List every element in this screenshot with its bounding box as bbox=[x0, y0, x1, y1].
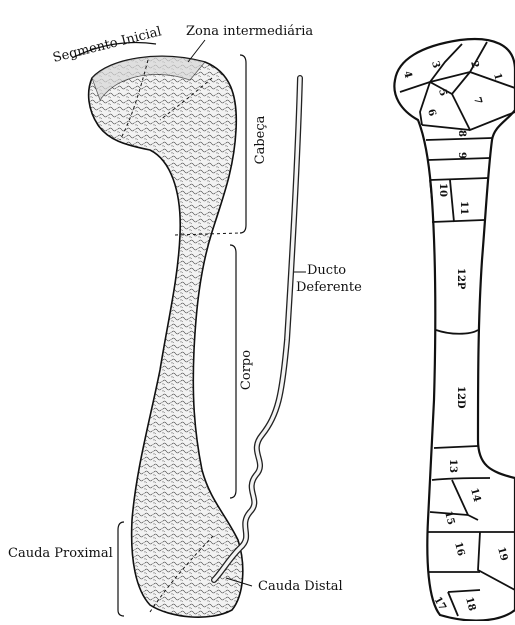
label-cabeca: Cabeça bbox=[253, 115, 268, 164]
leader-zona bbox=[188, 40, 205, 62]
bracket-cauda bbox=[118, 522, 124, 616]
segment-label-14: 14 bbox=[468, 487, 482, 503]
segment-label-12P: 12P bbox=[455, 268, 466, 290]
segment-label-9: 9 bbox=[456, 152, 467, 159]
segment-label-11: 11 bbox=[458, 201, 469, 215]
segment-label-17: 17 bbox=[431, 595, 448, 613]
segment-map-outline bbox=[394, 39, 515, 621]
segment-label-1: 1 bbox=[491, 72, 503, 82]
segment-map bbox=[394, 39, 515, 621]
anatomical-drawing: Segmento Inicial Zona intermediária Cabe… bbox=[8, 24, 362, 617]
segment-label-18: 18 bbox=[463, 596, 477, 612]
segment-label-10: 10 bbox=[437, 183, 448, 197]
segment-label-5: 5 bbox=[436, 88, 448, 98]
bracket-cabeca bbox=[240, 55, 246, 233]
segment-label-12D: 12D bbox=[455, 386, 466, 409]
label-ducto: Ducto bbox=[307, 263, 346, 278]
segment-label-2: 2 bbox=[468, 60, 480, 70]
label-deferente: Deferente bbox=[296, 280, 362, 295]
segment-label-19: 19 bbox=[495, 546, 509, 562]
segment-label-15: 15 bbox=[442, 510, 456, 526]
label-zona-intermediaria: Zona intermediária bbox=[186, 24, 313, 39]
segment-label-7: 7 bbox=[471, 96, 483, 106]
label-corpo: Corpo bbox=[239, 350, 254, 390]
segment-label-8: 8 bbox=[456, 130, 467, 137]
segment-label-4: 4 bbox=[401, 70, 413, 80]
label-cauda-proximal: Cauda Proximal bbox=[8, 546, 113, 561]
segment-label-16: 16 bbox=[452, 541, 466, 557]
segment-labels: 1 2 3 4 5 6 7 8 9 10 11 12P 12D 13 14 15… bbox=[401, 60, 509, 613]
segment-label-6: 6 bbox=[425, 108, 437, 118]
epididymis-outline bbox=[89, 56, 243, 617]
segment-label-13: 13 bbox=[447, 459, 458, 473]
label-cauda-distal: Cauda Distal bbox=[258, 579, 343, 594]
bracket-corpo bbox=[230, 245, 236, 498]
